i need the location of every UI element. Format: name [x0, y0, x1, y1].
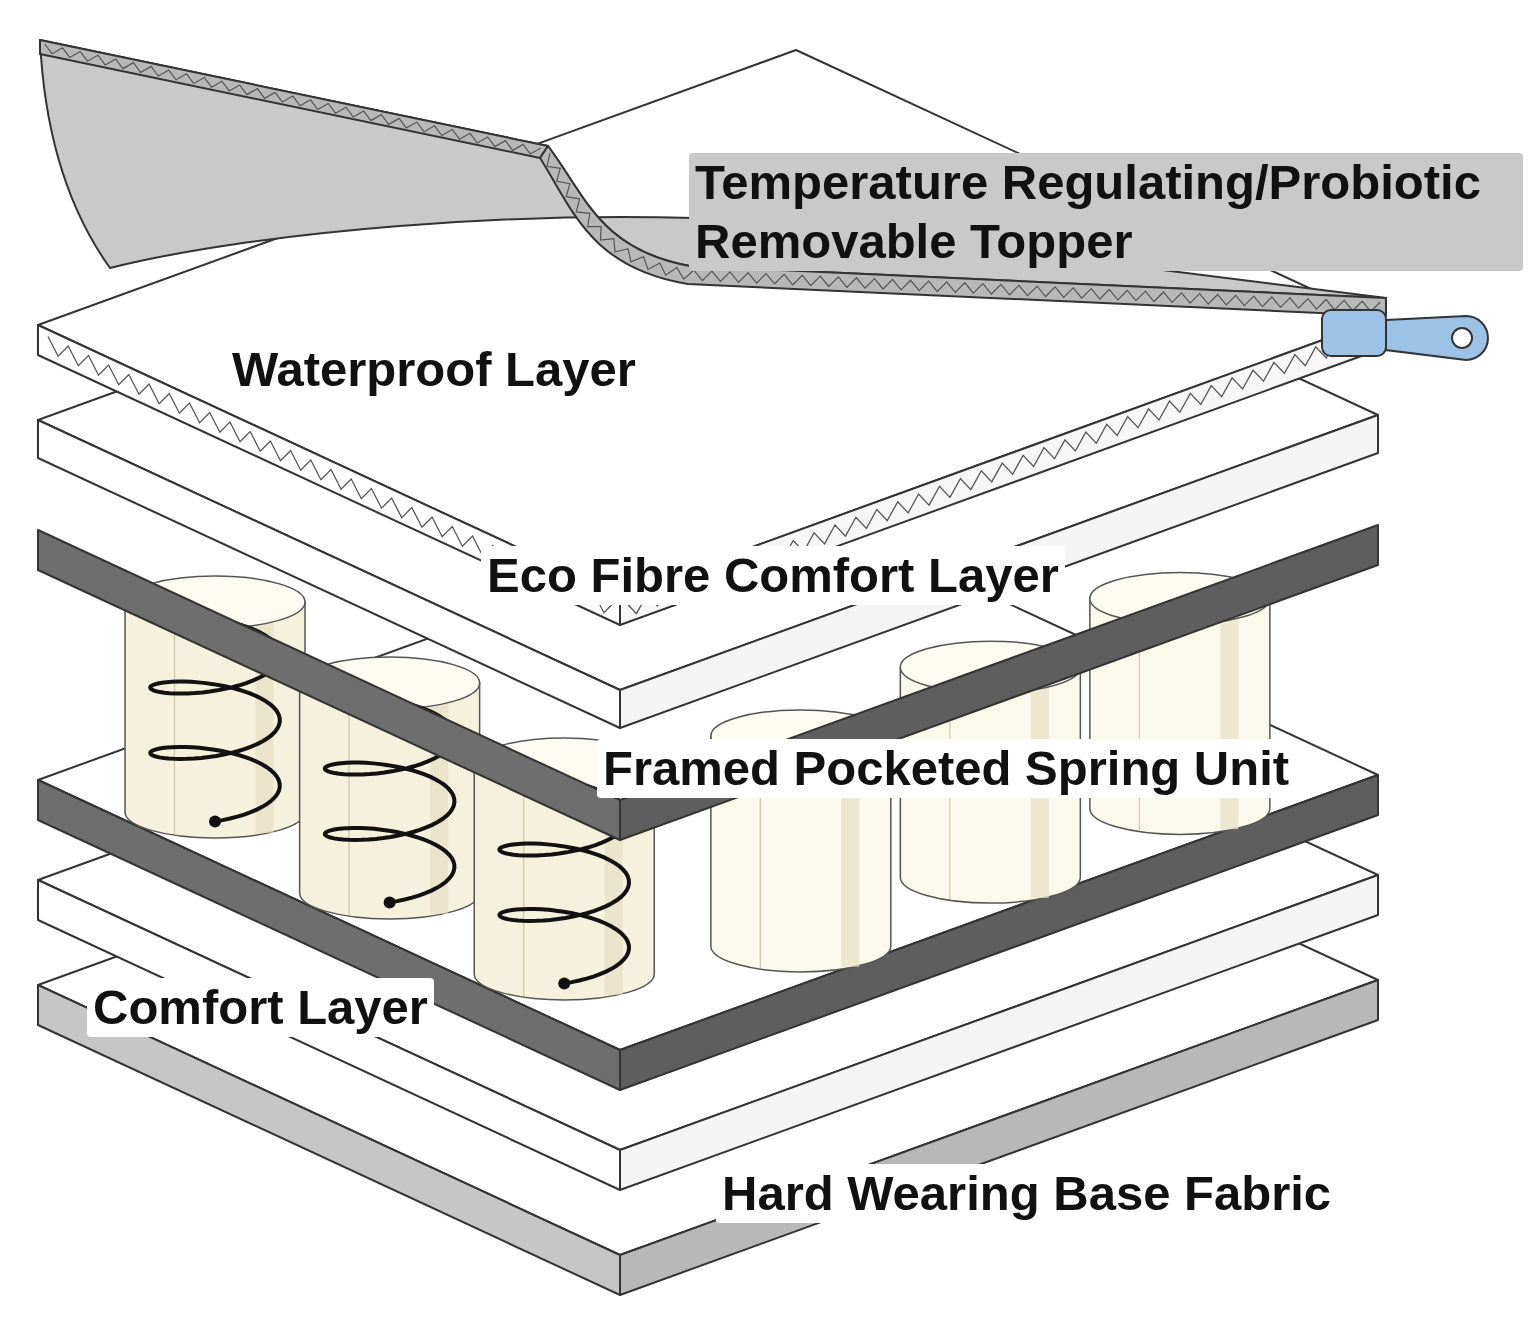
pocket-seam: [1139, 622, 1140, 831]
part-label: Framed Pocketed Spring Unit: [597, 739, 1295, 798]
coil-knot: [558, 978, 570, 990]
label-anchor: Temperature Regulating/Probiotic Removab…: [689, 153, 1523, 271]
label-anchor: Framed Pocketed Spring Unit: [597, 739, 1295, 798]
pocket-seam: [174, 625, 175, 834]
pocket-seam: [349, 706, 350, 915]
coil-knot: [209, 816, 221, 828]
spring-frame-bottom: [38, 505, 1378, 1090]
stitching: [45, 44, 541, 154]
part-label: Temperature Regulating/Probiotic Removab…: [689, 153, 1523, 271]
label-anchor: Hard Wearing Base Fabric: [716, 1164, 1337, 1223]
pocket-seam: [523, 787, 524, 996]
part-label: Eco Fibre Comfort Layer: [481, 546, 1065, 605]
coil-knot: [384, 897, 396, 909]
part-label: Comfort Layer: [87, 978, 434, 1037]
part-label: Waterproof Layer: [226, 340, 642, 399]
label-anchor: Waterproof Layer: [226, 340, 642, 399]
label-anchor: Eco Fibre Comfort Layer: [481, 546, 1065, 605]
zip-slider: [1322, 310, 1386, 356]
zip-pull: [1322, 310, 1488, 360]
zip-tab: [1386, 316, 1488, 360]
slab-top: [38, 505, 1378, 1050]
zip-hole: [1452, 328, 1472, 348]
part-label: Hard Wearing Base Fabric: [716, 1164, 1337, 1223]
label-anchor: Comfort Layer: [87, 978, 434, 1037]
topper-edge: [40, 40, 548, 158]
